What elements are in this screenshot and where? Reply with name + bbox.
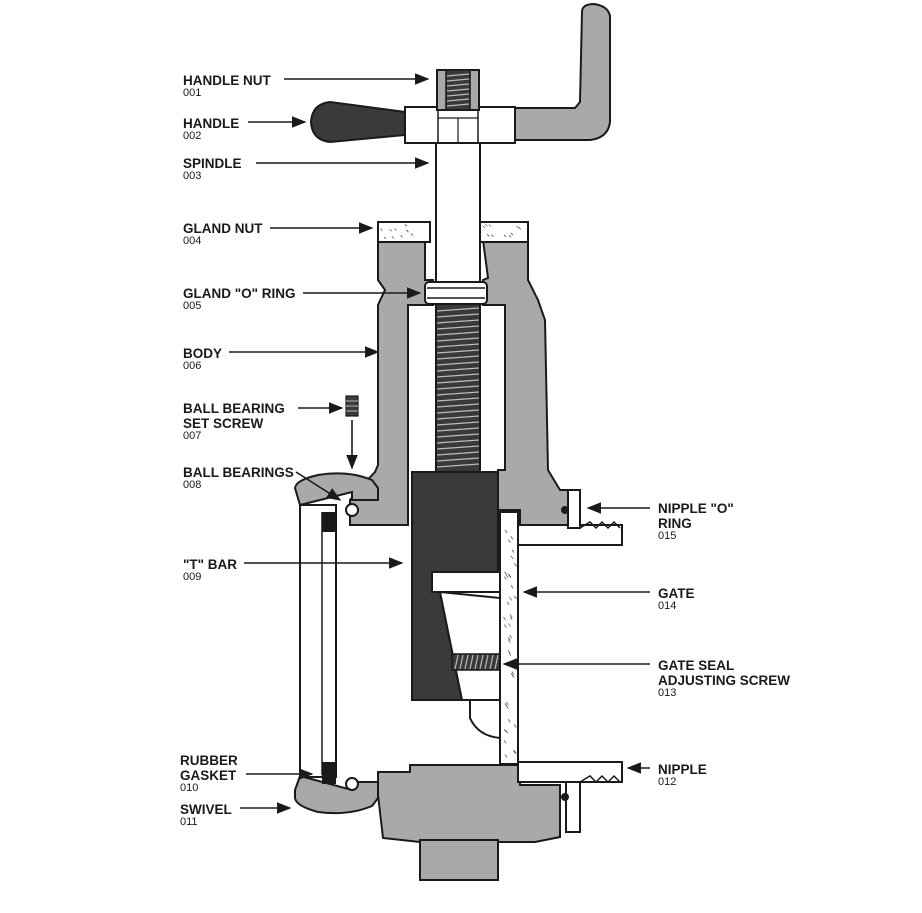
gland-nut-right <box>479 221 529 243</box>
part-name: SWIVEL <box>180 802 232 817</box>
part-name: BALL BEARING SET SCREW <box>183 401 285 431</box>
part-name: "T" BAR <box>183 557 238 572</box>
part-name: NIPPLE <box>658 762 707 777</box>
gate-seal-lower <box>469 699 501 740</box>
part-number: 010 <box>180 782 199 794</box>
part-name: RUBBER GASKET <box>180 753 238 783</box>
label-spindle: SPINDLE 003 <box>183 156 242 182</box>
label-nipple-o-ring: NIPPLE "O" RING 015 <box>658 501 734 542</box>
rubber-gasket-shape <box>322 762 336 784</box>
part-number: 008 <box>183 479 202 491</box>
part-number: 015 <box>658 530 677 542</box>
handle-knob-left <box>309 100 406 144</box>
nipple-lower <box>517 761 623 783</box>
part-number: 013 <box>658 687 677 699</box>
handle-lever-right <box>514 2 611 141</box>
part-name: BALL BEARINGS <box>183 465 294 480</box>
label-handle-nut: HANDLE NUT 001 <box>183 73 271 99</box>
label-gate: GATE 014 <box>658 586 695 612</box>
part-name: BODY <box>183 346 223 361</box>
part-name: HANDLE <box>183 116 240 131</box>
part-number: 002 <box>183 130 202 142</box>
label-rubber-gasket: RUBBER GASKET 010 <box>180 753 238 794</box>
part-number: 005 <box>183 300 202 312</box>
part-name: GATE <box>658 586 695 601</box>
nipple-o-ring-dot <box>561 506 569 514</box>
label-body: BODY 006 <box>183 346 222 372</box>
t-bar-crossbar <box>431 571 501 593</box>
part-number: 007 <box>183 430 202 442</box>
swivel-bottom <box>294 774 379 815</box>
swivel-top <box>293 472 379 507</box>
part-name: SPINDLE <box>183 156 242 171</box>
gland-o-ring-shape <box>424 281 488 305</box>
body-base-outlet <box>419 839 499 881</box>
part-number: 009 <box>183 571 202 583</box>
ball-bearing-top <box>345 503 359 517</box>
part-name: HANDLE NUT <box>183 73 271 88</box>
swivel-tube-outer <box>299 504 337 778</box>
part-number: 003 <box>183 170 202 182</box>
rubber-gasket-top <box>322 512 336 532</box>
label-handle: HANDLE 002 <box>183 116 239 142</box>
label-ball-bearing-set-screw: BALL BEARING SET SCREW 007 <box>183 401 285 442</box>
part-name: GATE SEAL ADJUSTING SCREW <box>658 658 791 688</box>
part-number: 011 <box>180 816 198 828</box>
label-gate-seal-adjusting-screw: GATE SEAL ADJUSTING SCREW 013 <box>658 658 790 699</box>
handle-hub <box>404 106 516 144</box>
nipple-o-ring-collar <box>567 489 581 529</box>
label-t-bar: "T" BAR 009 <box>183 557 237 583</box>
part-name: GLAND NUT <box>183 221 263 236</box>
label-gland-nut: GLAND NUT 004 <box>183 221 263 247</box>
part-name: NIPPLE "O" RING <box>658 501 734 531</box>
part-name: GLAND "O" RING <box>183 286 296 301</box>
gland-nut-left <box>377 221 431 243</box>
label-nipple: NIPPLE 012 <box>658 762 707 788</box>
part-number: 014 <box>658 600 677 612</box>
nipple-lower-collar <box>565 781 581 833</box>
part-number: 004 <box>183 235 202 247</box>
label-gland-o-ring: GLAND "O" RING 005 <box>183 286 296 312</box>
part-number: 001 <box>183 87 202 99</box>
spindle-shaft <box>435 141 481 283</box>
label-ball-bearings: BALL BEARINGS 008 <box>183 465 294 491</box>
part-number: 006 <box>183 360 202 372</box>
label-swivel: SWIVEL 011 <box>180 802 232 828</box>
part-number: 012 <box>658 776 677 788</box>
set-screw-part <box>345 395 359 417</box>
ball-bearing-bottom <box>345 777 359 791</box>
